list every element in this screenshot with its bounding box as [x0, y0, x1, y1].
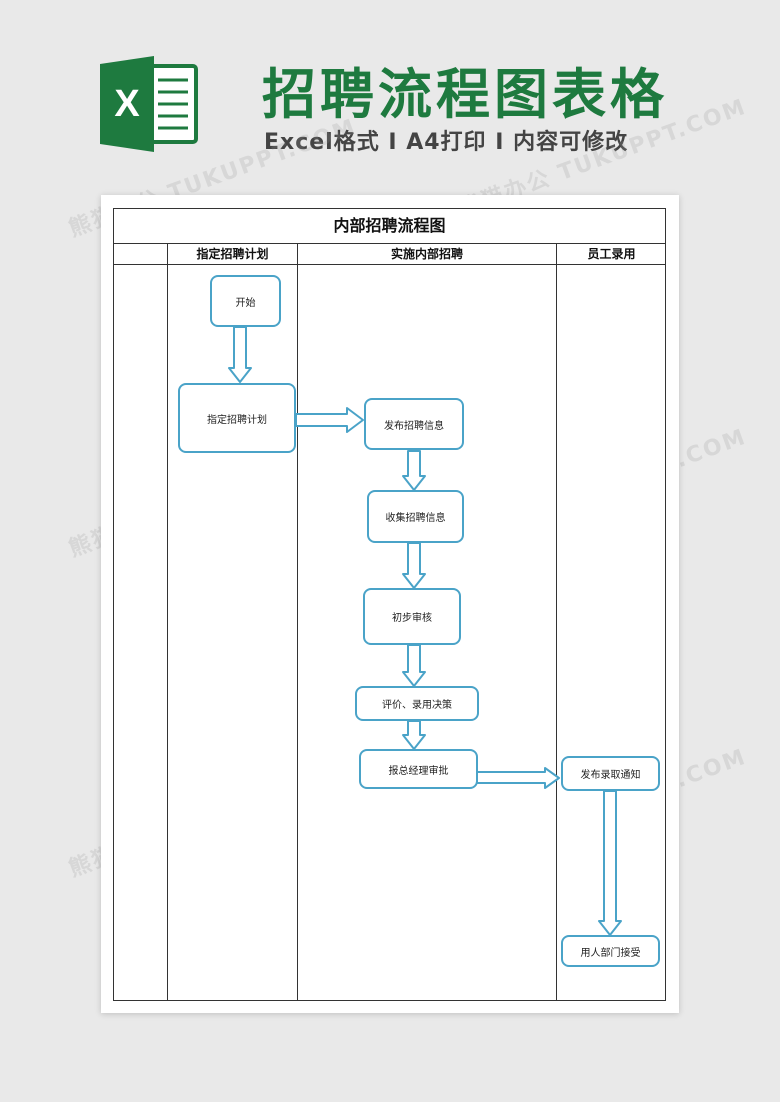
- table-divider: [113, 243, 666, 244]
- arrow-down: [228, 326, 252, 383]
- lane-divider: [167, 243, 168, 1001]
- node-review: 初步审核: [363, 588, 461, 645]
- excel-logo-icon: X: [100, 56, 198, 152]
- lane-divider: [556, 243, 557, 1001]
- arrow-down: [598, 790, 622, 936]
- column-header-hire: 员工录用: [587, 247, 636, 261]
- node-accept: 用人部门接受: [561, 935, 660, 967]
- arrow-right: [295, 407, 364, 433]
- arrow-down: [402, 450, 426, 491]
- page-header: X 招聘流程图表格 Excel格式 I A4打印 I 内容可修改: [0, 0, 780, 190]
- lane-divider: [297, 243, 298, 1001]
- node-publish: 发布招聘信息: [364, 398, 464, 450]
- arrow-down: [402, 644, 426, 687]
- column-header-recruit: 实施内部招聘: [390, 247, 463, 261]
- node-plan: 指定招聘计划: [178, 383, 296, 453]
- flowchart-title: 内部招聘流程图: [333, 216, 446, 235]
- page-title: 招聘流程图表格: [262, 63, 668, 126]
- node-notify: 发布录取通知: [561, 756, 660, 791]
- arrow-down: [402, 720, 426, 750]
- node-collect: 收集招聘信息: [367, 490, 464, 543]
- column-header-plan: 指定招聘计划: [196, 247, 269, 261]
- node-evaluate: 评价、录用决策: [355, 686, 479, 721]
- node-start: 开始: [210, 275, 281, 327]
- page-subtitle: Excel格式 I A4打印 I 内容可修改: [264, 130, 629, 155]
- logo-letter: X: [114, 83, 140, 125]
- node-approve: 报总经理审批: [359, 749, 478, 789]
- arrow-right: [476, 767, 560, 789]
- arrow-down: [402, 542, 426, 589]
- flowchart-table: [113, 208, 666, 1001]
- table-divider: [113, 264, 666, 265]
